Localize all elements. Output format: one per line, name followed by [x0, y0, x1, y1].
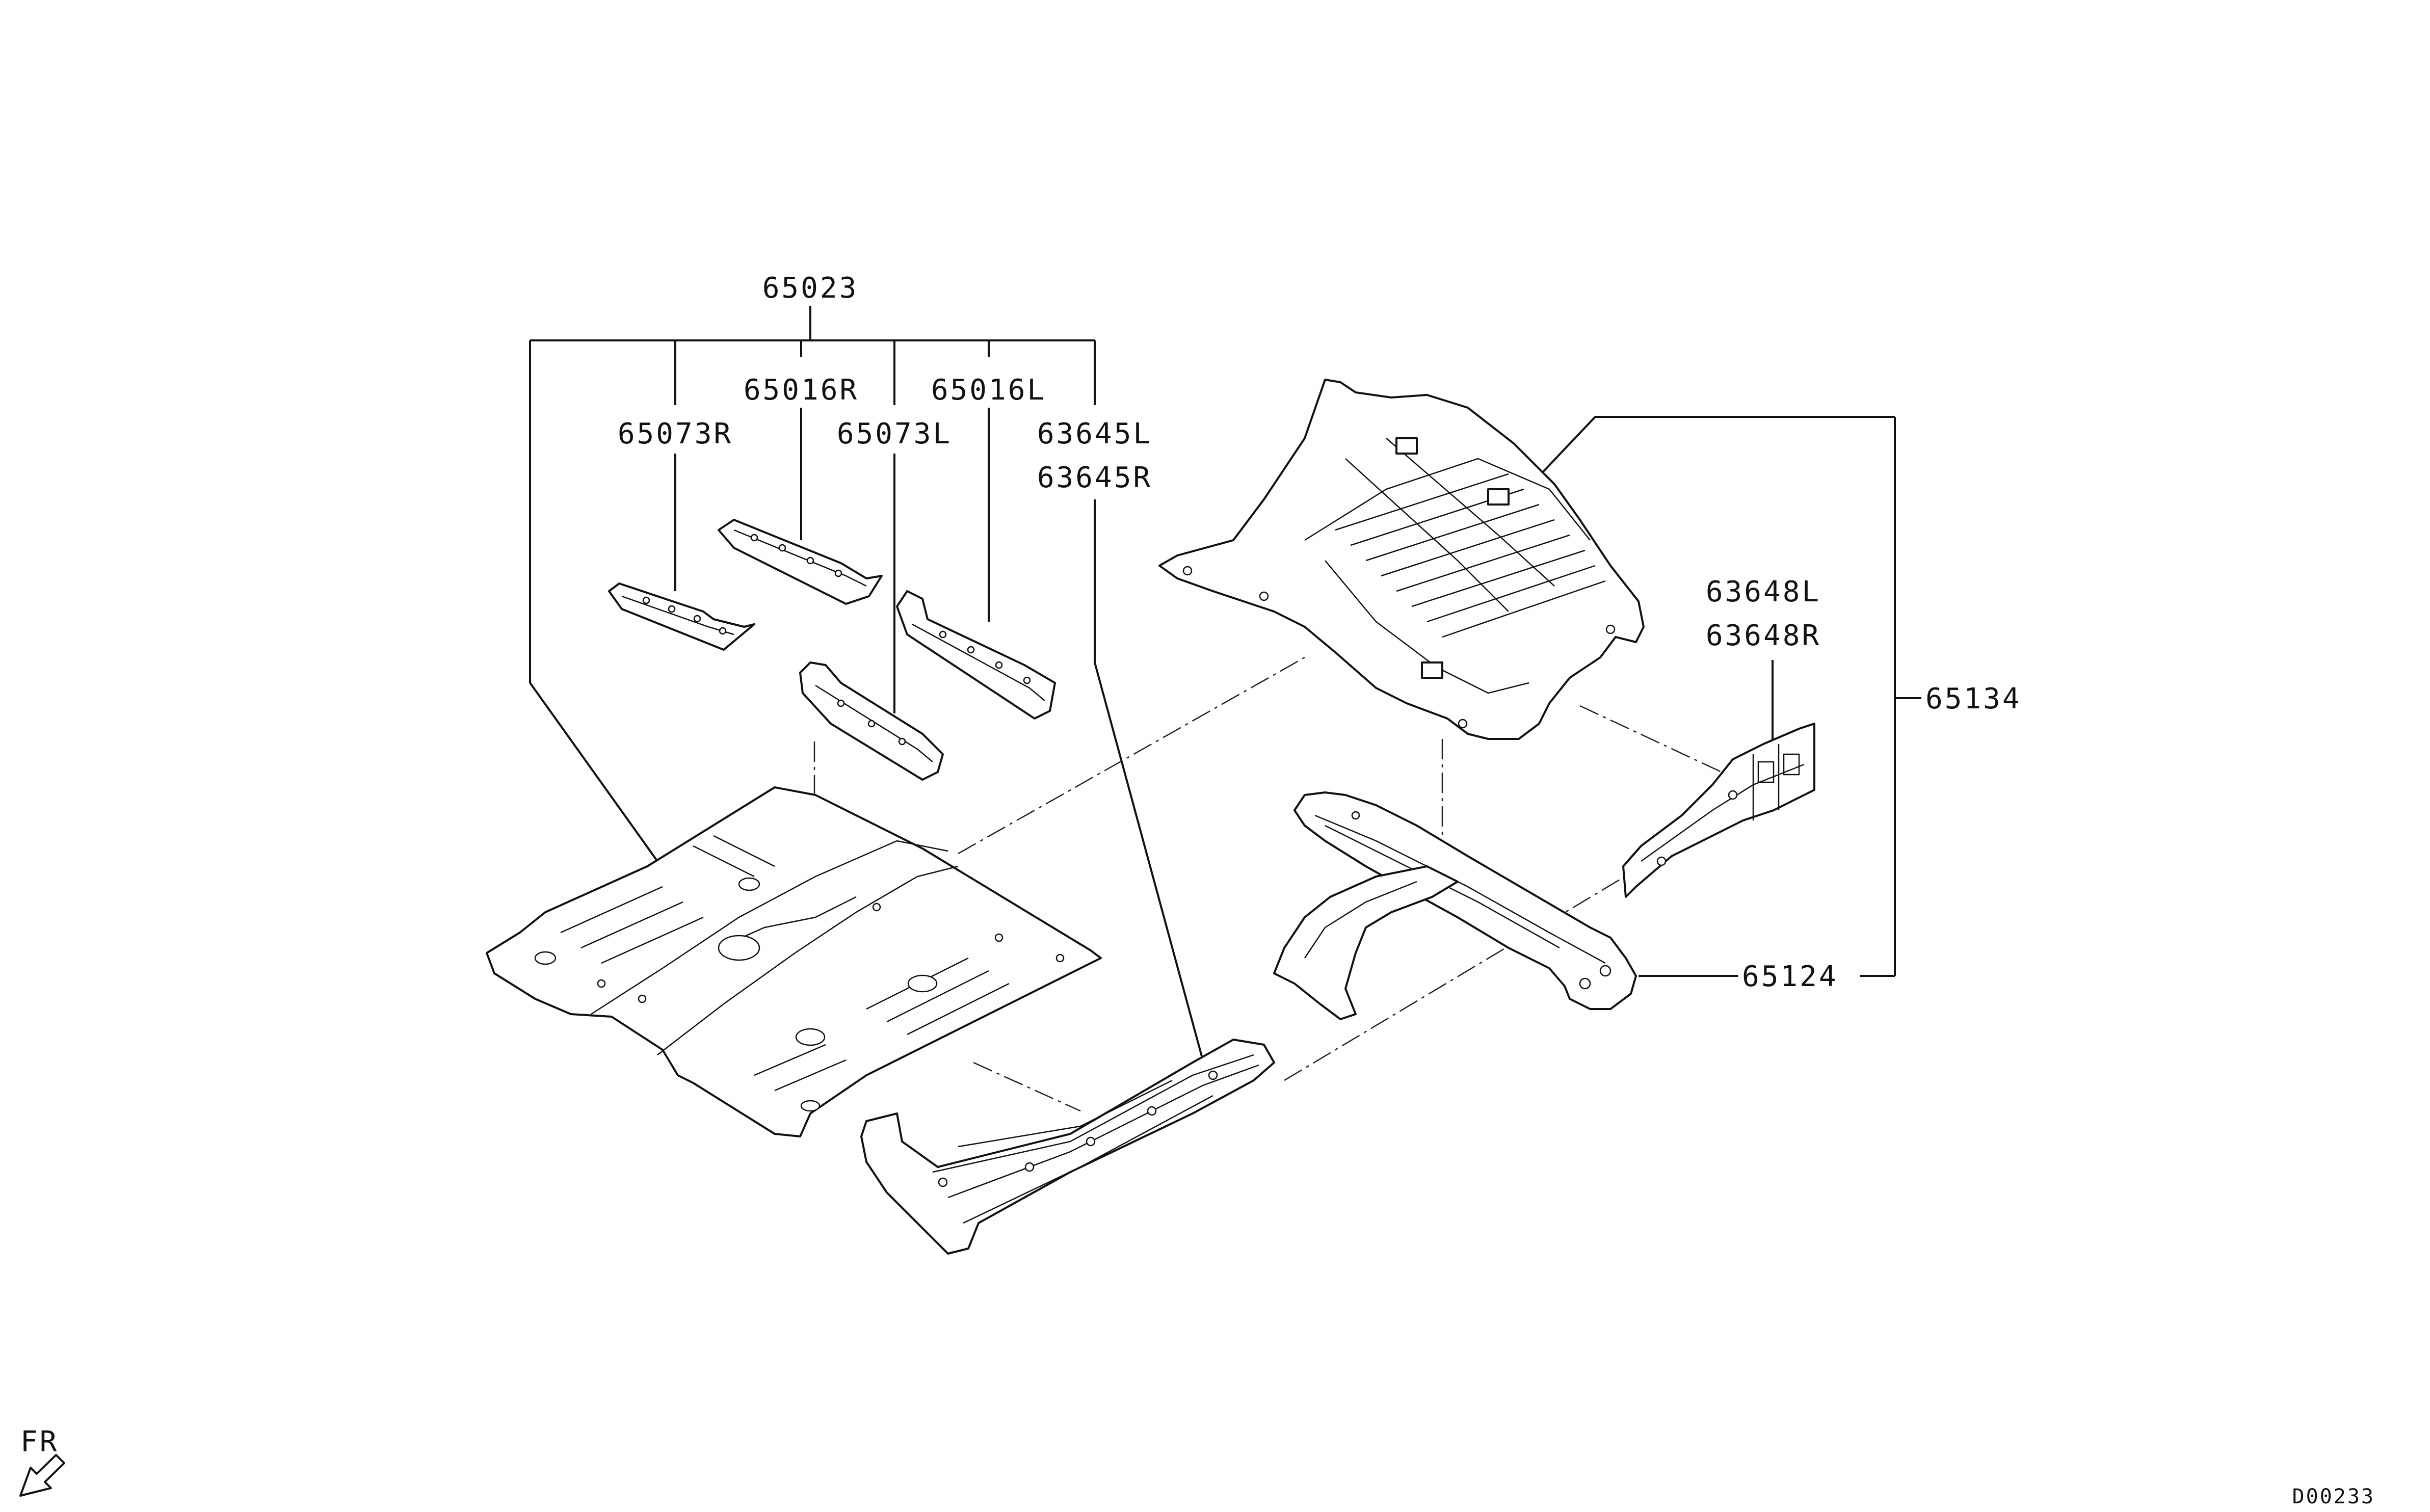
label-63645r: 63645R: [1037, 461, 1152, 494]
rear-floor-pan: [1158, 379, 1645, 740]
label-65073r: 65073R: [618, 417, 733, 450]
front-floor-pan: [486, 786, 1102, 1137]
leader-lines: [529, 306, 1921, 1060]
label-65134: 65134: [1925, 682, 2022, 715]
label-65023: 65023: [762, 272, 859, 305]
side-sill-63645: [860, 1039, 1275, 1255]
front-label: FR: [20, 1425, 59, 1458]
rear-crossmember-65124: [1273, 791, 1637, 1020]
crossmember-65016l: [896, 590, 1056, 720]
label-63648l: 63648L: [1706, 575, 1821, 608]
label-65016r: 65016R: [744, 374, 859, 407]
front-direction-indicator: FR: [19, 1425, 65, 1497]
label-65124: 65124: [1742, 960, 1838, 993]
diagram-id: D00233: [2292, 1485, 2375, 1508]
rear-side-member-63648: [1622, 723, 1815, 898]
front-arrow-icon: [19, 1454, 65, 1497]
label-65016l: 65016L: [931, 374, 1046, 407]
part-labels: 65023 65016R 65016L 65073R 65073L 63645L…: [618, 272, 2022, 993]
crossmember-65016r: [718, 519, 883, 605]
crossmember-65073l: [799, 661, 944, 781]
label-63645l: 63645L: [1037, 417, 1152, 450]
label-63648r: 63648R: [1706, 619, 1821, 652]
crossmember-65073r: [608, 582, 755, 651]
label-65073l: 65073L: [837, 417, 952, 450]
